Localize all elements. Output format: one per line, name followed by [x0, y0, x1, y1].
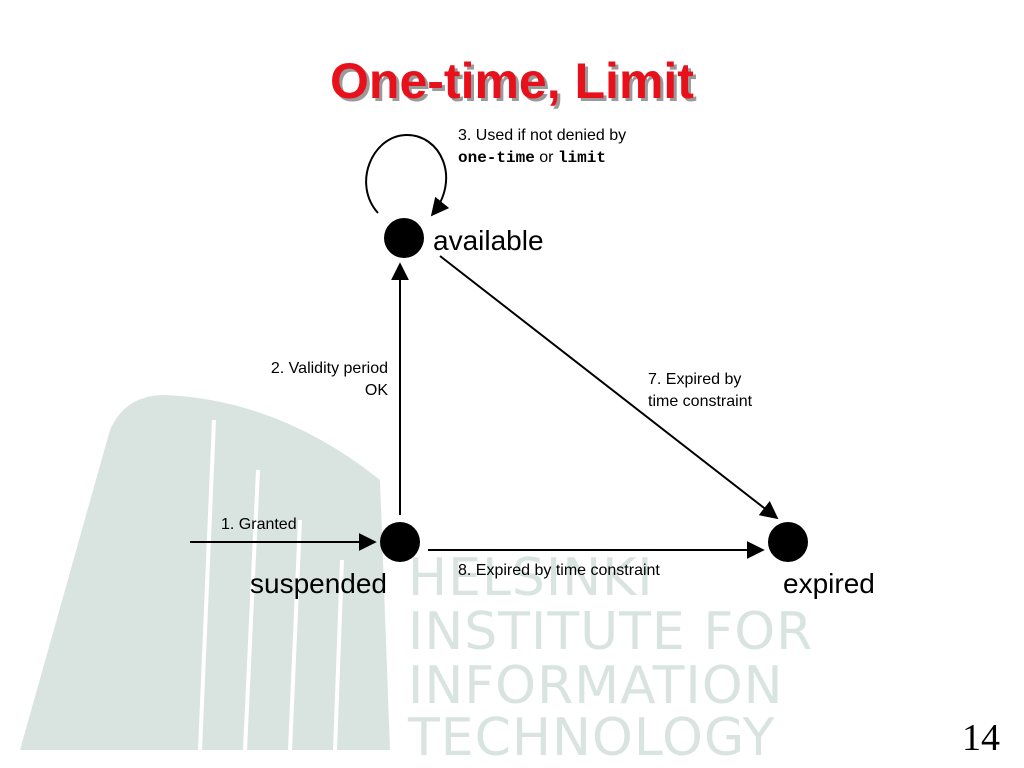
- transition-7-line-2: time constraint: [648, 393, 753, 410]
- slide-title: One-time, Limit: [330, 53, 694, 109]
- watermark-line-4: TECHNOLOGY: [408, 708, 776, 768]
- transition-7-label: 7. Expired by time constraint: [648, 369, 752, 413]
- transition-8-label: 8. Expired by time constraint: [458, 562, 660, 579]
- suspended-node: [380, 522, 420, 562]
- self-loop-arrow: [365, 133, 450, 217]
- page-number: 14: [962, 717, 1000, 759]
- expired-label: expired: [783, 568, 875, 599]
- watermark-line-3: INFORMATION: [408, 656, 784, 716]
- available-label: available: [433, 225, 544, 256]
- watermark-line-2: INSTITUTE FOR: [408, 602, 814, 662]
- expired-by-time-arrow-diagonal: [439, 255, 779, 520]
- one-time-code: one-time: [458, 149, 535, 167]
- transition-2-line-1: 2. Validity period: [270, 360, 388, 377]
- watermark-line-1: HELSINKI: [408, 548, 654, 608]
- limit-code: limit: [557, 149, 606, 167]
- expired-node: [768, 522, 808, 562]
- transition-3-line-1: 3. Used if not denied by: [458, 127, 627, 144]
- transition-2-label: 2. Validity period OK: [200, 358, 388, 402]
- transition-7-line-1: 7. Expired by: [648, 371, 742, 388]
- transition-1-label: 1. Granted: [221, 516, 297, 533]
- or-word: or: [539, 149, 554, 166]
- available-node: [384, 218, 424, 258]
- transition-2-line-2: OK: [364, 382, 388, 399]
- transition-3-line-2: one-time or limit: [458, 147, 626, 169]
- suspended-label: suspended: [250, 568, 388, 599]
- transition-3-label: 3. Used if not denied by one-time or lim…: [458, 125, 626, 169]
